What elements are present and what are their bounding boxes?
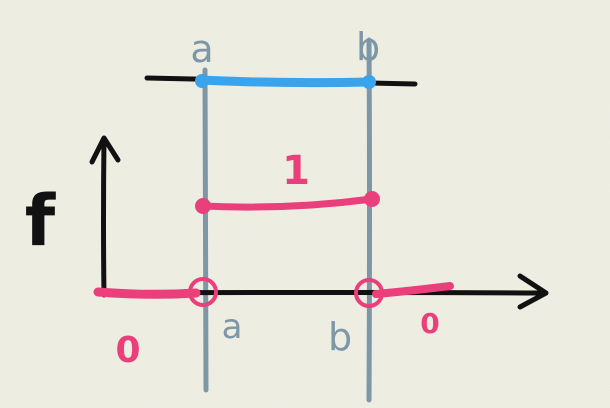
x-axis-arrowhead: [517, 273, 549, 310]
open-circle-a: [188, 277, 218, 307]
label-zero-left: 0: [115, 330, 140, 371]
pink-endpoint-b: [364, 191, 380, 207]
label-axis-a: a: [222, 307, 243, 347]
pink-zero-left: [93, 287, 201, 299]
open-circle-b: [354, 278, 384, 308]
y-axis: [101, 137, 107, 298]
vertical-line-a: [202, 67, 209, 393]
label-value-one: 1: [282, 148, 310, 194]
label-top-a: a: [190, 27, 213, 71]
label-f: f: [25, 180, 57, 262]
label-top-b: b: [356, 25, 380, 69]
pink-segment-one: [198, 195, 376, 211]
pink-endpoint-a: [195, 198, 211, 214]
label-axis-b: b: [328, 315, 352, 359]
vertical-line-b: [366, 37, 372, 403]
blue-endpoint-a: [195, 74, 209, 88]
blue-endpoint-b: [362, 75, 376, 89]
label-zero-right: 0: [420, 307, 439, 340]
blue-segment: [195, 75, 375, 88]
y-axis-arrowhead: [89, 135, 121, 165]
